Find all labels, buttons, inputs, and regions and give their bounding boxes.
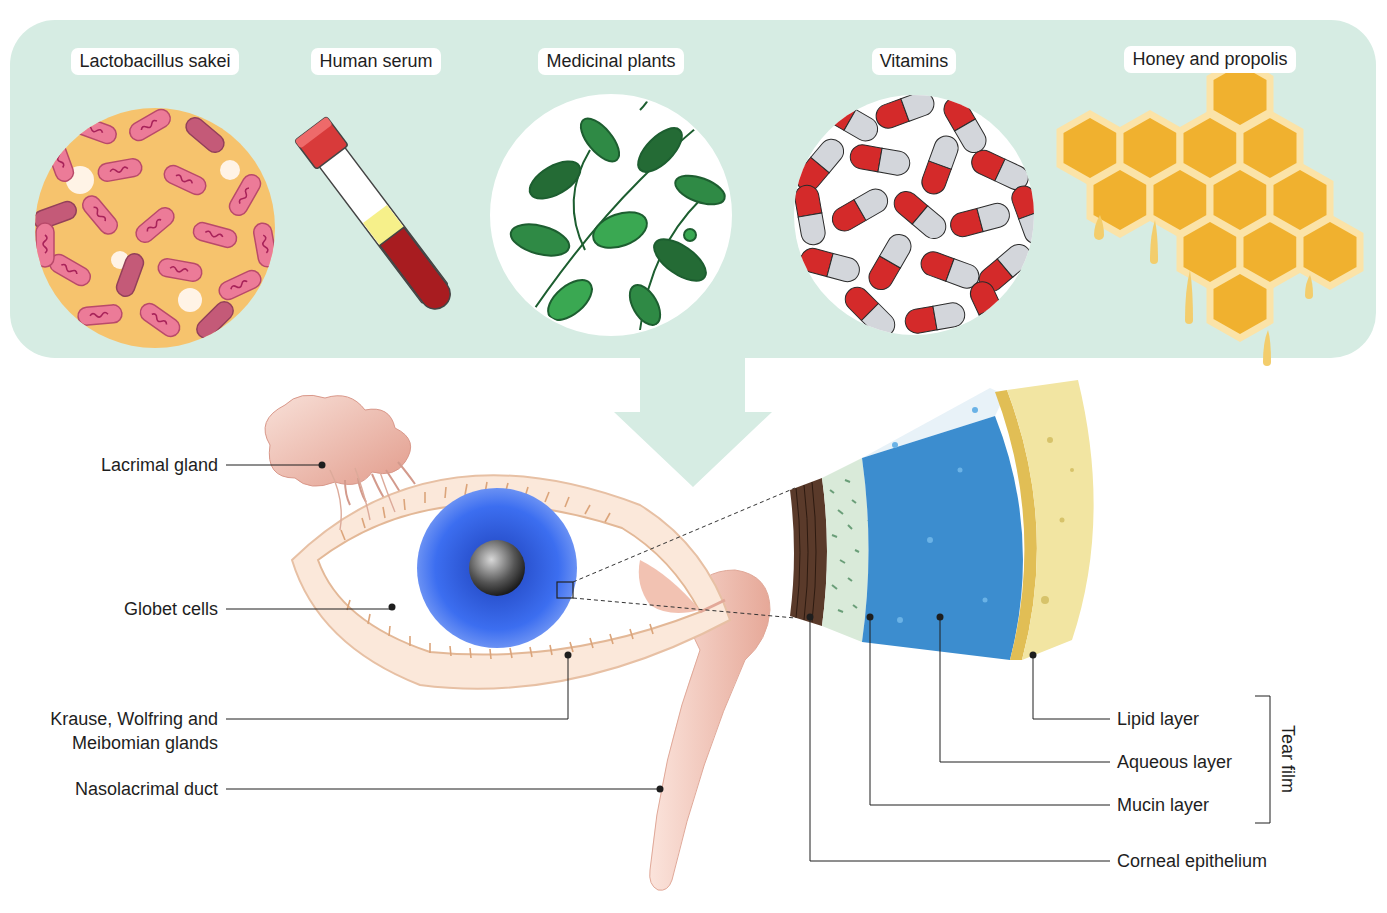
part-label: Corneal epithelium [1117, 849, 1267, 873]
source-label-pill: Honey and propolis [1124, 46, 1295, 73]
part-label: Krause, Wolfring and Meibomian glands [13, 707, 218, 755]
source-label: Honey and propolis [1132, 48, 1295, 70]
source-label-pill: Medicinal plants [538, 48, 683, 75]
source-label: Medicinal plants [546, 50, 683, 72]
part-label: Nasolacrimal duct [75, 777, 218, 801]
part-label: Aqueous layer [1117, 750, 1232, 774]
part-label: Mucin layer [1117, 793, 1209, 817]
source-label-pill: Human serum [311, 48, 440, 75]
source-label: Human serum [319, 50, 440, 72]
part-label: Globet cells [124, 597, 218, 621]
part-label: Tear film [1276, 725, 1300, 793]
source-label-pill: Lactobacillus sakei [71, 48, 238, 75]
source-label: Vitamins [880, 50, 957, 72]
part-label: Lacrimal gland [101, 453, 218, 477]
source-label: Lactobacillus sakei [79, 50, 238, 72]
part-label: Lipid layer [1117, 707, 1199, 731]
source-label-pill: Vitamins [872, 48, 957, 75]
